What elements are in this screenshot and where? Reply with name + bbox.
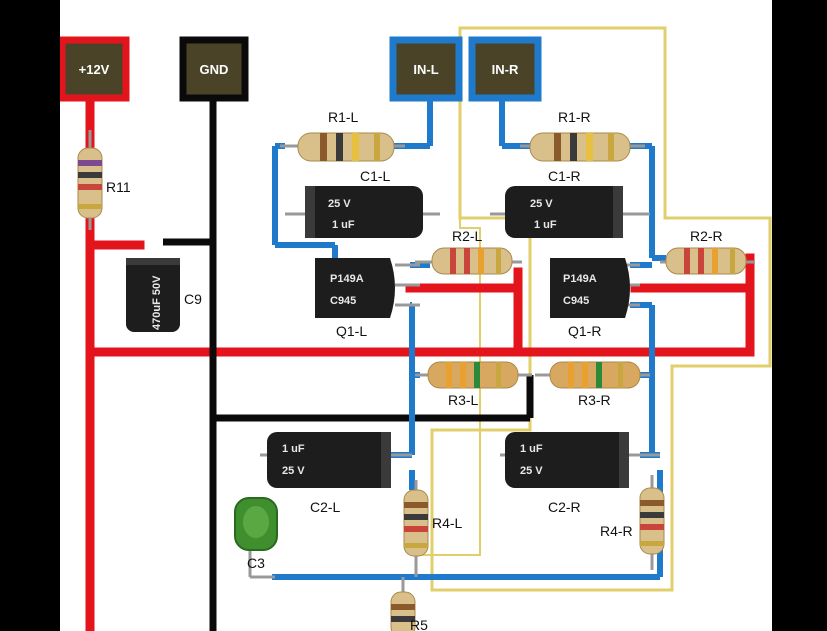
q1-left-part: C945 xyxy=(330,295,356,307)
resistor-r2-left xyxy=(415,247,522,275)
transistor-q1-right: P149A C945 xyxy=(550,258,640,318)
c9-marking: 470uF 50V xyxy=(151,275,163,330)
c3-label: C3 xyxy=(247,555,265,571)
resistor-r3-left xyxy=(415,361,532,389)
r5-label: R5 xyxy=(410,617,428,631)
vcc-terminal: +12V xyxy=(60,36,130,102)
c2-right-label: C2-R xyxy=(548,499,581,515)
r4-right-label: R4-R xyxy=(600,523,633,539)
capacitor-c3 xyxy=(234,497,278,579)
r3-right-label: R3-R xyxy=(578,392,611,408)
c2-right-capacitance: 1 uF xyxy=(520,443,543,455)
transistor-q1-left: P149A C945 xyxy=(315,258,420,318)
r1-left-label: R1-L xyxy=(328,109,359,125)
c2-left-voltage: 25 V xyxy=(282,465,305,477)
r11-label: R11 xyxy=(106,179,131,195)
gnd-wires xyxy=(163,100,534,631)
capacitor-c1-right: 25 V 1 uF xyxy=(490,186,650,238)
circuit-schematic: +12V GND IN-L IN-R R11 470uF 50V C9 R1-L xyxy=(60,26,772,631)
in-right-terminal: IN-R xyxy=(468,36,542,102)
capacitor-c2-right: 1 uF 25 V xyxy=(500,432,660,488)
q1-right-code: P149A xyxy=(563,273,597,285)
resistor-r1-left xyxy=(280,132,405,162)
c1-left-voltage: 25 V xyxy=(328,198,351,210)
vcc-terminal-label: +12V xyxy=(79,62,110,77)
capacitor-c2-left: 1 uF 25 V xyxy=(260,432,412,488)
r2-right-label: R2-R xyxy=(690,228,723,244)
q1-left-label: Q1-L xyxy=(336,323,367,339)
gnd-terminal: GND xyxy=(179,36,249,102)
q1-right-label: Q1-R xyxy=(568,323,601,339)
left-channel-outline-segment xyxy=(420,28,481,556)
resistor-r3-right xyxy=(535,361,650,389)
resistor-r4-left xyxy=(403,480,429,577)
q1-left-code: P149A xyxy=(330,273,364,285)
r3-left-label: R3-L xyxy=(448,392,479,408)
resistor-r1-right xyxy=(520,132,645,162)
gnd-terminal-label: GND xyxy=(200,62,229,77)
c2-right-voltage: 25 V xyxy=(520,465,543,477)
in-left-terminal-label: IN-L xyxy=(413,62,438,77)
c1-right-capacitance: 1 uF xyxy=(534,219,557,231)
c2-left-capacitance: 1 uF xyxy=(282,443,305,455)
diagram-canvas: +12V GND IN-L IN-R R11 470uF 50V C9 R1-L xyxy=(60,0,772,631)
resistor-r11 xyxy=(77,130,103,230)
q1-right-part: C945 xyxy=(563,295,589,307)
in-right-terminal-label: IN-R xyxy=(492,62,519,77)
c1-left-label: C1-L xyxy=(360,168,391,184)
resistor-r2-right xyxy=(660,247,755,275)
c9-label: C9 xyxy=(184,291,202,307)
c2-left-label: C2-L xyxy=(310,499,341,515)
c1-right-voltage: 25 V xyxy=(530,198,553,210)
capacitor-c1-left: 25 V 1 uF xyxy=(285,186,440,238)
resistor-r4-right xyxy=(639,475,665,570)
resistor-r5 xyxy=(390,577,416,631)
r1-right-label: R1-R xyxy=(558,109,591,125)
r2-left-label: R2-L xyxy=(452,228,483,244)
r4-left-label: R4-L xyxy=(432,515,463,531)
c1-right-label: C1-R xyxy=(548,168,581,184)
in-left-terminal: IN-L xyxy=(389,36,463,102)
c1-left-capacitance: 1 uF xyxy=(332,219,355,231)
capacitor-c9: 470uF 50V xyxy=(126,258,180,332)
